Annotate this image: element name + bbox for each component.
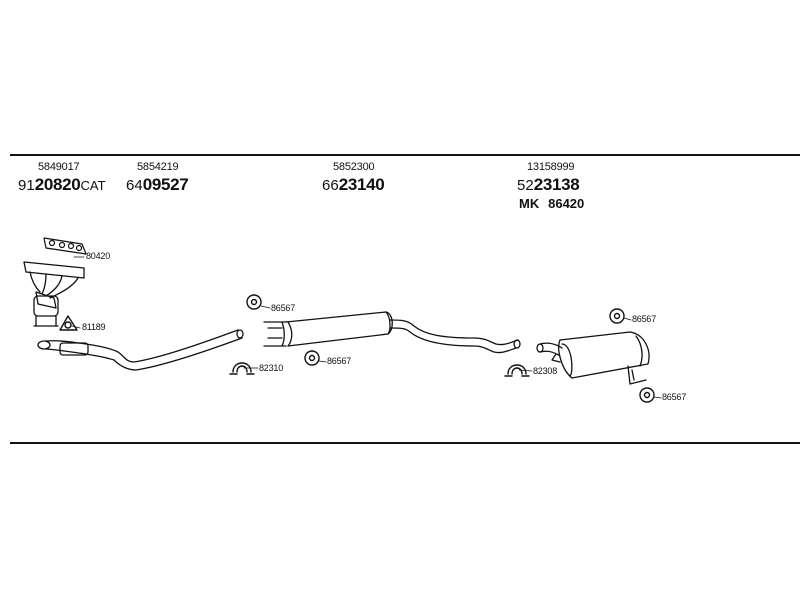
kit-number-4: MK 86420 bbox=[519, 196, 584, 212]
ref-number-1: 5849017 bbox=[38, 161, 80, 173]
top-rule bbox=[10, 154, 800, 156]
label-rubber-mount-rear-bottom: 86567 bbox=[662, 392, 687, 402]
part-prefix-4: 52 bbox=[517, 177, 534, 194]
part-number-1: 9120820CAT bbox=[18, 176, 106, 194]
exhaust-manifold-catalyst bbox=[23, 261, 85, 327]
rubber-mount-mid-bottom bbox=[304, 350, 320, 366]
label-manifold-gasket: 80420 bbox=[86, 251, 111, 261]
part-suffix-1: CAT bbox=[80, 178, 106, 193]
rubber-mount-rear-top bbox=[609, 308, 625, 324]
part-prefix-1: 91 bbox=[18, 177, 35, 194]
part-prefix-3: 66 bbox=[322, 177, 339, 194]
front-pipe bbox=[37, 329, 244, 371]
label-clamp-mid: 82310 bbox=[259, 363, 284, 373]
part-prefix-2: 64 bbox=[126, 177, 143, 194]
label-clamp-rear: 82308 bbox=[533, 366, 558, 376]
part-main-2: 09527 bbox=[142, 175, 189, 194]
label-rubber-mount-mid-bottom: 86567 bbox=[327, 356, 352, 366]
ref-number-2: 5854219 bbox=[137, 161, 179, 173]
rubber-mount-rear-bottom bbox=[639, 387, 655, 403]
flange-gasket-front bbox=[59, 315, 78, 331]
rubber-mount-mid-top bbox=[246, 294, 262, 310]
leader-lines bbox=[71, 256, 662, 399]
part-main-4: 23138 bbox=[533, 175, 580, 194]
kit-prefix-4: MK bbox=[519, 196, 540, 211]
label-rubber-mount-rear-top: 86567 bbox=[632, 314, 657, 324]
rear-silencer bbox=[536, 331, 650, 385]
part-main-1: 20820 bbox=[34, 175, 81, 194]
clamp-mid bbox=[229, 362, 255, 375]
kit-main-4: 86420 bbox=[548, 196, 585, 211]
label-flange-gasket-front: 81189 bbox=[82, 322, 106, 332]
ref-number-4: 13158999 bbox=[527, 161, 575, 173]
part-main-3: 23140 bbox=[338, 175, 385, 194]
part-number-3: 6623140 bbox=[322, 175, 385, 194]
manifold-gasket bbox=[43, 237, 87, 255]
clamp-rear bbox=[504, 364, 530, 377]
label-rubber-mount-mid-top: 86567 bbox=[271, 303, 296, 313]
part-number-4: 5223138 bbox=[517, 175, 580, 194]
bottom-rule bbox=[10, 442, 800, 444]
ref-number-3: 5852300 bbox=[333, 161, 375, 173]
middle-silencer bbox=[263, 311, 521, 354]
part-number-2: 6409527 bbox=[126, 175, 189, 194]
